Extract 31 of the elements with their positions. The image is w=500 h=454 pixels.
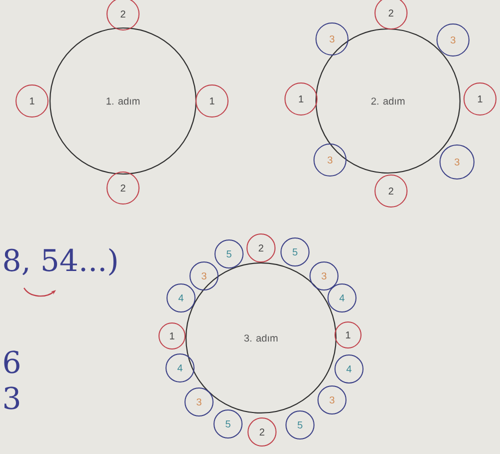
numbered-loop: 1 <box>158 322 186 350</box>
handwritten-note: 3 <box>4 386 20 410</box>
numbered-loop: 5 <box>214 240 244 268</box>
numbered-loop: 3 <box>436 24 470 56</box>
numbered-loop: 3 <box>440 144 474 180</box>
numbered-loop: 1 <box>196 84 228 118</box>
numbered-loop: 3 <box>314 143 346 176</box>
numbered-loop: 2 <box>106 172 140 204</box>
numbered-loop: 5 <box>214 409 242 438</box>
numbered-loop: 2 <box>246 233 276 262</box>
numbered-loop: 1 <box>334 322 362 348</box>
numbered-loop: 3 <box>310 262 338 290</box>
numbered-loop: 1 <box>16 84 48 118</box>
numbered-loop: 1 <box>464 82 496 116</box>
numbered-loop: 3 <box>316 22 348 56</box>
numbered-loop: 4 <box>334 354 364 384</box>
numbered-loop: 5 <box>280 238 310 266</box>
numbered-loop: 3 <box>190 262 218 290</box>
numbered-loop: 2 <box>374 174 408 208</box>
numbered-loop: 5 <box>286 410 314 440</box>
numbered-loop: 4 <box>328 283 356 312</box>
numbered-loop: 3 <box>184 387 214 416</box>
numbered-loop: 2 <box>106 0 140 30</box>
numbered-loop: 2 <box>374 0 408 30</box>
handwritten-note: 8, 54...) <box>4 248 116 276</box>
numbered-loop: 3 <box>318 385 346 414</box>
numbered-loop: 4 <box>166 283 196 312</box>
numbered-loop: 2 <box>248 417 276 446</box>
numbered-loop: 1 <box>284 82 318 116</box>
handwritten-note: 6 <box>4 350 20 374</box>
numbered-loop: 4 <box>166 353 194 382</box>
